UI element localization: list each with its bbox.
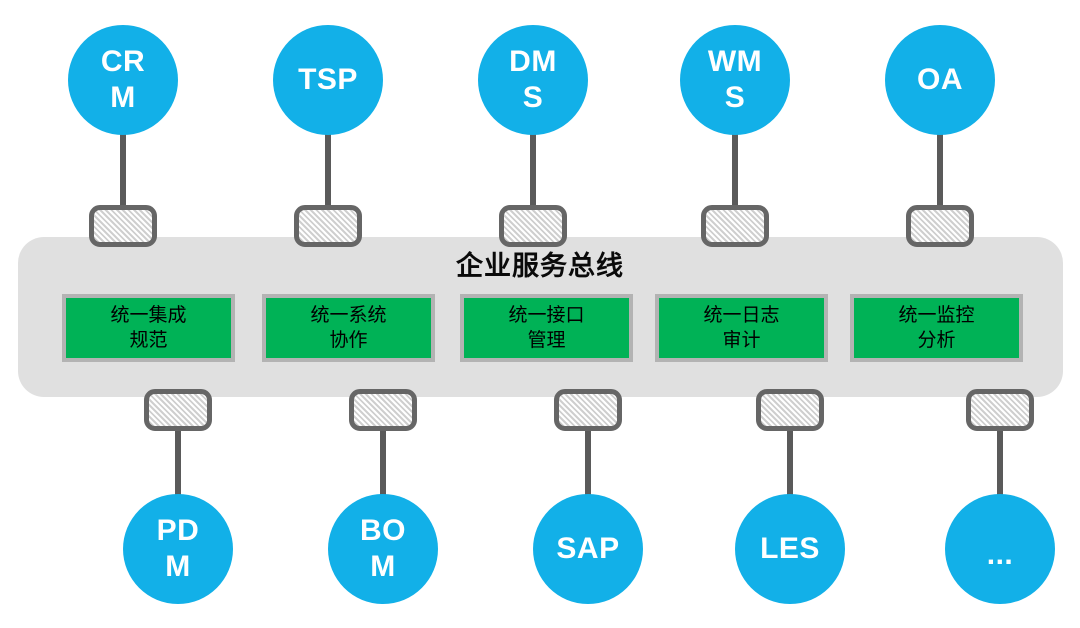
port-tsp[interactable] [294,205,362,247]
system-node-label: CR M [100,45,146,114]
port-wms[interactable] [701,205,769,247]
port-pdm[interactable] [144,389,212,431]
capability-box-monitor-analysis[interactable]: 统一监控 分析 [850,294,1023,362]
system-node-label: ... [986,538,1014,571]
port-les[interactable] [756,389,824,431]
system-node-label: WM S [707,45,763,114]
capability-box-integration-spec[interactable]: 统一集成 规范 [62,294,235,362]
bus-title: 企业服务总线 [456,251,624,281]
stem-bottom-etc [997,420,1003,508]
system-node-sap[interactable]: SAP [533,494,643,604]
system-node-label: PD M [156,514,200,583]
system-node-bom[interactable]: BO M [328,494,438,604]
system-node-tsp[interactable]: TSP [273,25,383,135]
system-node-label: DM S [509,45,557,114]
port-etc[interactable] [966,389,1034,431]
stem-top-dms [530,125,536,210]
system-node-crm[interactable]: CR M [68,25,178,135]
stem-top-oa [937,125,943,210]
system-node-label: SAP [556,532,620,565]
capability-label: 统一接口 管理 [508,304,585,351]
system-node-les[interactable]: LES [735,494,845,604]
capability-label: 统一集成 规范 [110,304,187,351]
system-node-label: OA [917,63,963,96]
port-dms[interactable] [499,205,567,247]
capability-box-system-collab[interactable]: 统一系统 协作 [262,294,435,362]
system-node-label: LES [760,532,820,565]
system-node-label: TSP [298,63,358,96]
stem-top-tsp [325,125,331,210]
port-sap[interactable] [554,389,622,431]
system-node-etc[interactable]: ... [945,494,1055,604]
stem-bottom-les [787,420,793,508]
capability-box-log-audit[interactable]: 统一日志 审计 [655,294,828,362]
port-bom[interactable] [349,389,417,431]
capability-label: 统一系统 协作 [310,304,387,351]
system-node-oa[interactable]: OA [885,25,995,135]
stem-top-wms [732,125,738,210]
capability-label: 统一监控 分析 [898,304,975,351]
stem-bottom-bom [380,420,386,508]
port-oa[interactable] [906,205,974,247]
stem-bottom-sap [585,420,591,508]
system-node-pdm[interactable]: PD M [123,494,233,604]
system-node-wms[interactable]: WM S [680,25,790,135]
capability-box-interface-mgmt[interactable]: 统一接口 管理 [460,294,633,362]
stem-top-crm [120,125,126,210]
system-node-dms[interactable]: DM S [478,25,588,135]
port-crm[interactable] [89,205,157,247]
stem-bottom-pdm [175,420,181,508]
capability-label: 统一日志 审计 [703,304,780,351]
system-node-label: BO M [360,514,406,583]
